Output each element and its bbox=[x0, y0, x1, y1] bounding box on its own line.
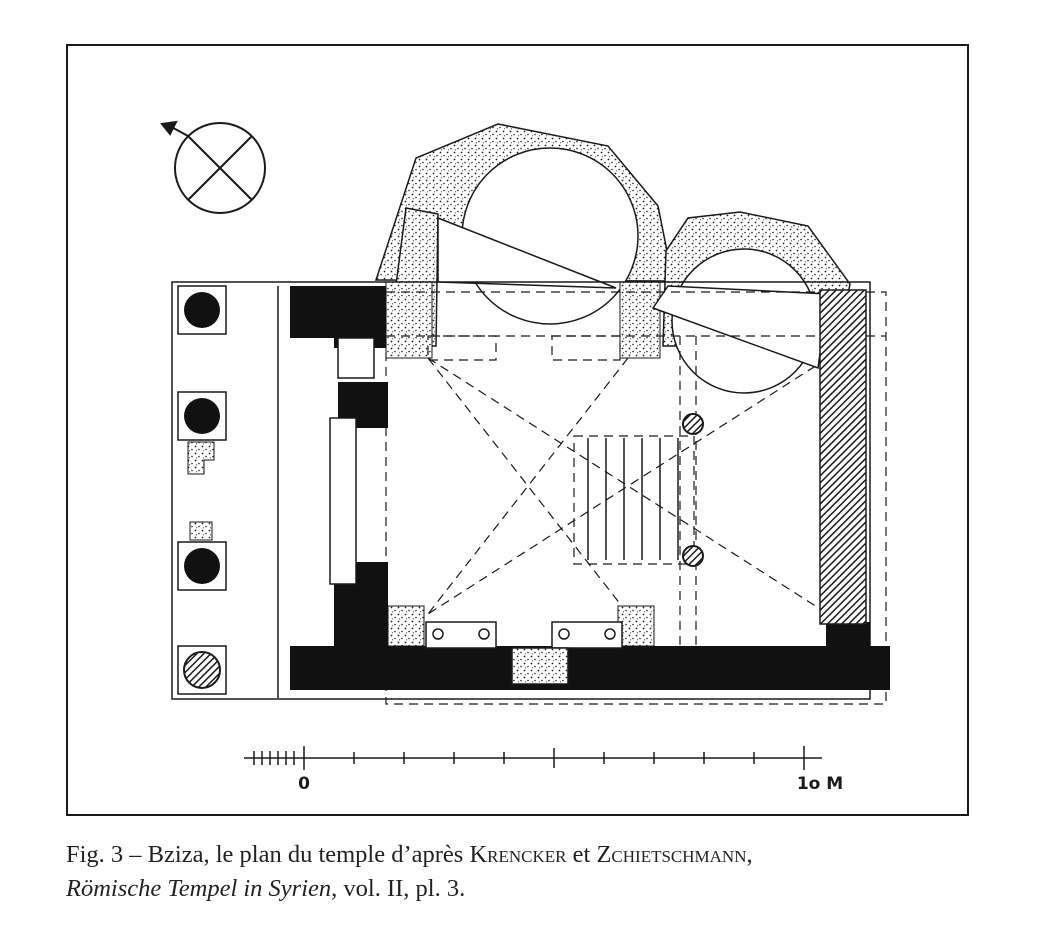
caption-author-1: Krencker bbox=[469, 841, 567, 868]
figure-frame: 0 1o M bbox=[66, 44, 969, 816]
portico-columns bbox=[177, 285, 227, 695]
temple-plan-drawing: 0 1o M bbox=[160, 120, 890, 794]
figure-caption: Fig. 3 – Bziza, le plan du temple d’aprè… bbox=[66, 838, 986, 906]
stairs bbox=[587, 438, 679, 560]
compass-icon bbox=[160, 120, 266, 214]
caption-comma: , bbox=[746, 841, 753, 868]
scale-end-label: 1o M bbox=[797, 774, 843, 794]
temple-outline bbox=[171, 281, 871, 700]
scale-bar bbox=[244, 746, 822, 770]
caption-suffix: , vol. II, pl. 3. bbox=[331, 875, 466, 902]
apses bbox=[374, 123, 851, 394]
door-opening bbox=[329, 417, 357, 585]
caption-author-2: Zchietschmann bbox=[596, 841, 747, 868]
solid-walls bbox=[290, 286, 890, 690]
caption-connector: et bbox=[566, 841, 597, 868]
caption-prefix: Fig. 3 – Bziza, le plan du temple d’aprè… bbox=[66, 841, 470, 868]
south-niches bbox=[425, 621, 623, 685]
scale-start-label: 0 bbox=[298, 774, 310, 794]
south-piers bbox=[387, 605, 655, 647]
cella-columns bbox=[682, 413, 704, 567]
doorway bbox=[337, 337, 375, 379]
construction-lines bbox=[353, 291, 887, 705]
caption-book-title: Römische Tempel in Syrien bbox=[66, 875, 332, 902]
hatched-wall bbox=[819, 289, 867, 625]
